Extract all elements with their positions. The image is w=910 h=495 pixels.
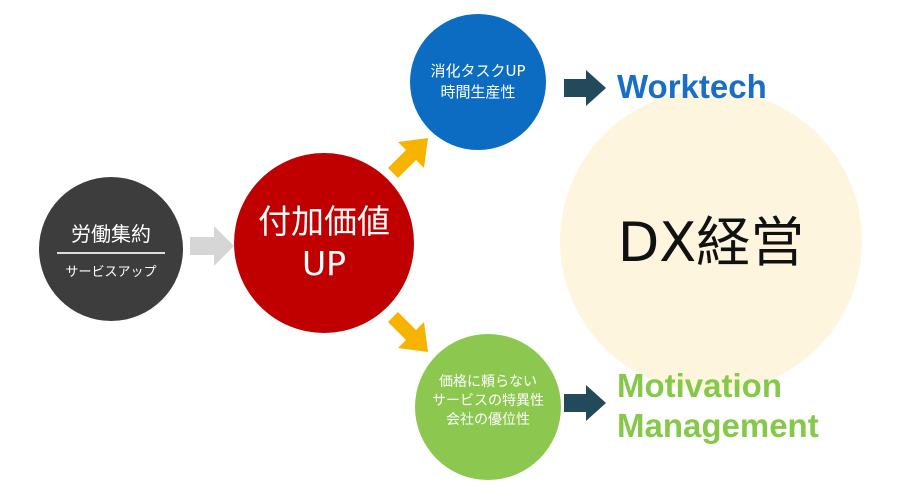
management-line: Management <box>617 407 819 444</box>
service-up-subtitle: サービスアップ <box>65 265 157 280</box>
dx-management-circle: DX経営 <box>560 90 862 392</box>
arrow-up-right-yellow-icon <box>388 138 428 178</box>
worktech-label: Worktech <box>617 68 767 105</box>
arrow-down-right-yellow-icon <box>388 312 428 352</box>
uniqueness-line1: 価格に頼らない <box>439 373 537 390</box>
arrow-right-gray-icon <box>190 226 234 266</box>
uniqueness-circle: 価格に頼らない サービスの特異性 会社の優位性 <box>415 334 561 480</box>
arrow-right-dark-icon <box>564 385 606 421</box>
added-value-circle: 付加価値 UP <box>234 153 414 333</box>
motivation-management-label: Motivation Management <box>617 366 819 446</box>
labor-intensive-title: 労働集約 <box>57 218 165 254</box>
added-value-line1: 付加価値 <box>258 202 390 241</box>
uniqueness-line3: 会社の優位性 <box>446 411 530 428</box>
uniqueness-line2: サービスの特異性 <box>432 392 544 409</box>
dx-management-label: DX経営 <box>617 210 805 274</box>
task-up-line: 消化タスクUP <box>430 62 526 80</box>
motivation-line: Motivation <box>617 367 782 404</box>
task-productivity-circle: 消化タスクUP 時間生産性 <box>410 14 546 150</box>
time-productivity-line: 時間生産性 <box>440 83 516 101</box>
arrow-right-dark-icon <box>564 70 606 106</box>
labor-intensive-circle: 労働集約 サービスアップ <box>39 177 183 321</box>
added-value-line2: UP <box>301 244 347 283</box>
